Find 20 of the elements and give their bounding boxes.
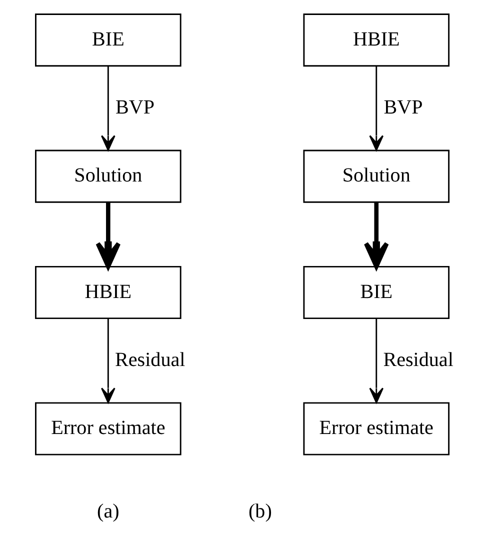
arrow xyxy=(101,66,116,151)
arrow xyxy=(101,318,116,404)
arrow xyxy=(369,318,384,404)
edge-label: Residual xyxy=(115,348,186,371)
label: (a) xyxy=(97,500,120,522)
node-box: Error estimate xyxy=(35,402,182,456)
node-box: BIE xyxy=(303,266,450,320)
arrow xyxy=(96,202,121,269)
arrow xyxy=(369,66,384,151)
node-box: HBIE xyxy=(35,266,182,320)
edge-label: Residual xyxy=(383,348,454,371)
node-box: HBIE xyxy=(303,14,450,67)
label: (b) xyxy=(248,500,272,522)
node-box: Solution xyxy=(303,150,450,203)
edge-label: BVP xyxy=(384,96,423,118)
node-box: Error estimate xyxy=(303,402,450,456)
node-box: Solution xyxy=(35,150,182,203)
arrow xyxy=(364,202,389,269)
edge-label: BVP xyxy=(116,96,155,118)
node-box: BIE xyxy=(35,14,182,67)
